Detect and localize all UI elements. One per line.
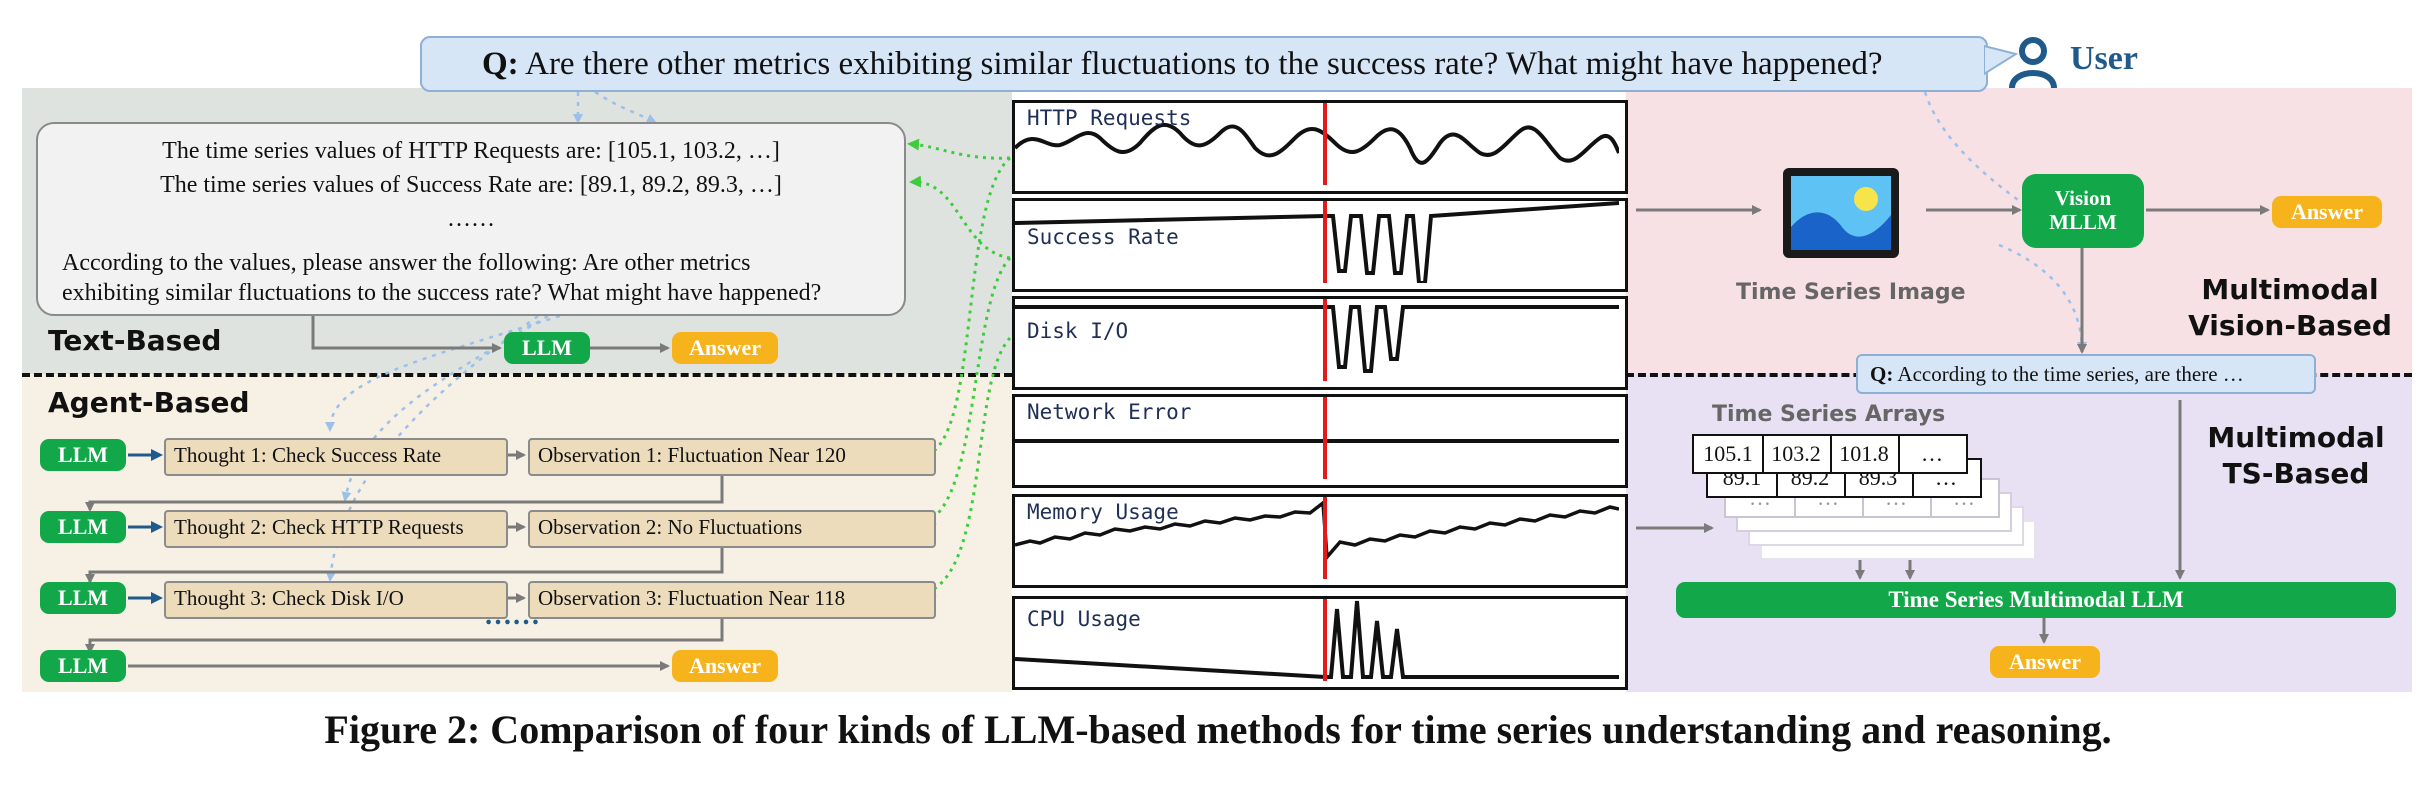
- agent-llm-pill-3: LLM: [40, 582, 126, 614]
- question-tail: [1984, 44, 2018, 76]
- text-line-success: The time series values of Success Rate a…: [160, 172, 782, 198]
- ts-multimodal-llm-bar: Time Series Multimodal LLM: [1676, 582, 2396, 618]
- text-llm-pill: LLM: [504, 332, 590, 364]
- text-line-http: The time series values of HTTP Requests …: [162, 138, 780, 164]
- ts-network-error-plot: [1015, 397, 1619, 479]
- text-answer-pill: Answer: [672, 332, 778, 364]
- ts-title-line1: Multimodal: [2207, 421, 2385, 454]
- ts-disk-io-line: [1015, 305, 1619, 373]
- left-divider: [22, 373, 1012, 377]
- figure-caption: Figure 2: Comparison of four kinds of LL…: [324, 707, 2112, 752]
- question-text: Are there other metrics exhibiting simil…: [525, 46, 1883, 82]
- ts-cpu-usage: CPU Usage: [1012, 596, 1628, 690]
- ts-row1-cell-2: 103.2: [1762, 436, 1832, 472]
- ts-cpu-usage-plot: [1015, 599, 1619, 681]
- question-box: Q: Are there other metrics exhibiting si…: [420, 36, 1988, 92]
- user-label: User: [2070, 40, 2138, 77]
- ts-http-requests: HTTP Requests: [1012, 100, 1628, 194]
- vision-query-box: Q: According to the time series, are the…: [1856, 354, 2316, 394]
- ts-network-error: Network Error: [1012, 394, 1628, 488]
- time-series-image-icon: [1783, 168, 1899, 258]
- vision-query-prefix: Q:: [1870, 362, 1894, 386]
- thought-3: Thought 3: Check Disk I/O: [164, 581, 508, 619]
- ts-memory-usage-plot: [1015, 497, 1619, 579]
- vision-based-title: Multimodal Vision-Based: [2180, 272, 2400, 344]
- ts-memory-usage: Memory Usage: [1012, 494, 1628, 588]
- vision-title-line2: Vision-Based: [2188, 309, 2392, 342]
- agent-based-title: Agent-Based: [48, 386, 250, 419]
- ts-arrays-title: Time Series Arrays: [1712, 402, 1946, 427]
- time-series-image-caption: Time Series Image: [1736, 280, 1966, 305]
- vision-mllm-line2: MLLM: [2049, 210, 2117, 234]
- ts-based-title: Multimodal TS-Based: [2186, 420, 2406, 492]
- user-icon: [2009, 37, 2057, 89]
- text-line-question-2: exhibiting similar fluctuations to the s…: [62, 280, 822, 306]
- text-prompt-card: The time series values of HTTP Requests …: [36, 122, 906, 316]
- text-line-question-1: According to the values, please answer t…: [62, 250, 751, 276]
- agent-llm-pill-2: LLM: [40, 511, 126, 543]
- ts-success-rate-label: Success Rate: [1027, 225, 1179, 249]
- agent-llm-pill-1: LLM: [40, 439, 126, 471]
- ts-success-rate-plot: [1015, 201, 1619, 283]
- ts-row1-cell-4: …: [1921, 441, 1943, 466]
- vision-mllm-line1: Vision: [2054, 186, 2112, 210]
- text-based-title: Text-Based: [48, 324, 222, 357]
- ts-disk-io: Disk I/O: [1012, 296, 1628, 390]
- observation-3: Observation 3: Fluctuation Near 118: [528, 581, 936, 619]
- ts-success-rate: Success Rate: [1012, 198, 1628, 292]
- agent-llm-pill-4: LLM: [40, 650, 126, 682]
- ts-network-error-label: Network Error: [1027, 400, 1192, 424]
- agent-answer-pill: Answer: [672, 650, 778, 682]
- vision-answer-pill: Answer: [2272, 196, 2382, 228]
- ts-disk-io-plot: [1015, 299, 1619, 381]
- ts-memory-usage-label: Memory Usage: [1027, 500, 1179, 524]
- thought-2: Thought 2: Check HTTP Requests: [164, 510, 508, 548]
- observation-1: Observation 1: Fluctuation Near 120: [528, 438, 936, 476]
- vision-based-panel: [1626, 88, 2412, 374]
- observation-2: Observation 2: No Fluctuations: [528, 510, 936, 548]
- thought-1: Thought 1: Check Success Rate: [164, 438, 508, 476]
- ts-http-requests-line: [1015, 122, 1619, 165]
- ts-cpu-usage-label: CPU Usage: [1027, 607, 1141, 631]
- ts-success-rate-line: [1015, 201, 1619, 283]
- ts-cpu-usage-line: [1015, 600, 1619, 679]
- ts-answer-pill: Answer: [1990, 646, 2100, 678]
- text-line-ellipsis: ……: [447, 206, 495, 232]
- agent-ellipsis: ……: [484, 600, 540, 631]
- ts-http-requests-plot: [1015, 103, 1619, 185]
- ts-http-requests-label: HTTP Requests: [1027, 106, 1192, 130]
- vision-query-text: According to the time series, are there …: [1897, 362, 2244, 386]
- ts-row1-cell-1: 105.1: [1694, 436, 1764, 472]
- vision-title-line1: Multimodal: [2201, 273, 2379, 306]
- vision-mllm-pill: Vision MLLM: [2022, 174, 2144, 248]
- ts-disk-io-label: Disk I/O: [1027, 319, 1129, 343]
- ts-title-line2: TS-Based: [2222, 457, 2370, 490]
- question-prefix: Q:: [482, 46, 519, 82]
- ts-array-card-row1: 105.1 103.2 101.8 …: [1692, 434, 1968, 474]
- ts-row1-cell-3: 101.8: [1830, 436, 1900, 472]
